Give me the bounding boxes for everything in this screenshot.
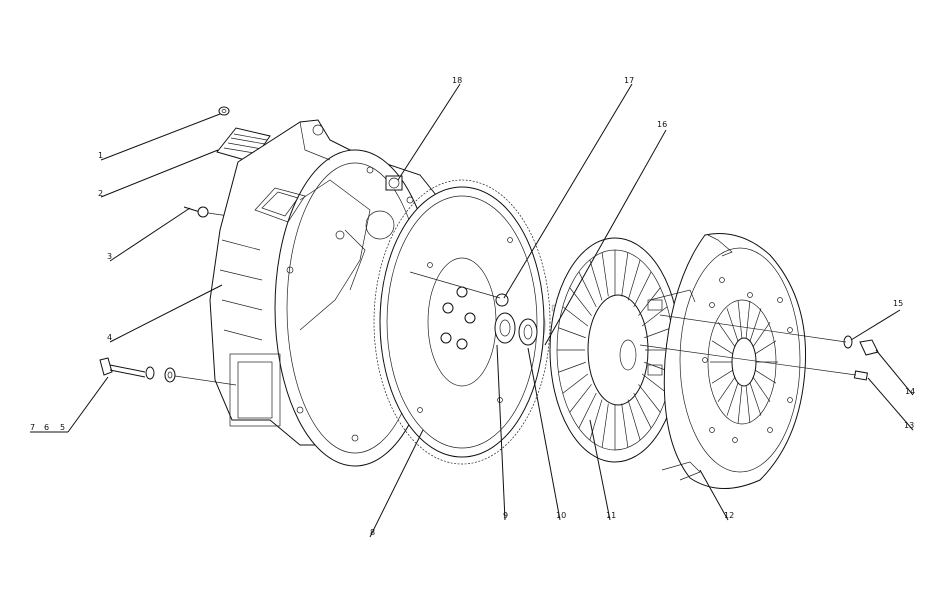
disc-segment-line <box>562 306 589 327</box>
disc-segment-line <box>578 392 597 429</box>
diaphragm-finger-line <box>755 340 777 355</box>
callout-5: 5 <box>60 423 65 432</box>
disc-segment-line <box>569 287 592 316</box>
diaphragm-finger-line <box>745 300 751 339</box>
disc-segment-line <box>627 259 641 301</box>
diaphragm-finger-line <box>737 300 743 339</box>
disc-segment-line <box>589 399 603 441</box>
callout-labels: 1 2 3 4 7 6 5 8 9 10 11 12 13 14 15 16 1… <box>30 76 915 537</box>
callout-6: 6 <box>44 423 49 432</box>
diaphragm-finger-line <box>726 308 739 342</box>
callout-12: 12 <box>724 511 734 520</box>
callout-10: 10 <box>556 511 566 520</box>
callout-16: 16 <box>657 120 667 129</box>
callout-17: 17 <box>624 76 634 85</box>
callout-11: 11 <box>606 511 616 520</box>
diaphragm-finger-line <box>717 321 736 347</box>
disc-segment-line <box>569 384 592 413</box>
parts-5-6-7-bolt-and-washers <box>99 357 237 386</box>
diaphragm-finger-line <box>749 382 762 416</box>
disc-segment-line <box>589 259 603 301</box>
disc-segment-line <box>633 392 652 429</box>
disc-segment-line <box>558 361 586 373</box>
disc-segment-line <box>641 373 668 394</box>
callout-2: 2 <box>98 189 103 198</box>
part-8-flywheel <box>373 179 551 465</box>
callout-18: 18 <box>452 76 462 85</box>
part-11-clutch-disc <box>549 237 681 463</box>
part-14-bolt <box>859 339 879 356</box>
diaphragm-finger-line <box>745 385 751 424</box>
diaphragm-finger-line <box>737 385 743 424</box>
callout-9: 9 <box>503 511 508 520</box>
callout-15: 15 <box>893 299 903 308</box>
disc-segment-line <box>558 327 586 339</box>
diaphragm-finger-line <box>752 321 771 347</box>
diaphragm-finger-line <box>755 369 777 384</box>
assembly-axis-lines <box>639 314 857 376</box>
callout-3: 3 <box>107 252 112 261</box>
diaphragm-finger-line <box>752 377 771 403</box>
diaphragm-finger-line <box>711 369 733 384</box>
disc-segment-line <box>621 252 629 297</box>
callout-8: 8 <box>370 528 375 537</box>
disc-segment-line <box>641 306 668 327</box>
diaphragm-finger-line <box>717 377 736 403</box>
part-1-nut <box>218 106 230 116</box>
disc-segment-line <box>621 403 629 448</box>
leader-lines <box>30 83 914 538</box>
disc-segment-line <box>627 399 641 441</box>
diaphragm-finger-line <box>726 382 739 416</box>
disc-segment-line <box>578 271 597 308</box>
part-9-pilot-bearing <box>494 312 516 344</box>
callout-14: 14 <box>905 387 915 396</box>
disc-segment-line <box>633 271 652 308</box>
diaphragm-finger-line <box>749 308 762 342</box>
callout-13: 13 <box>904 421 914 430</box>
part-12-pressure-plate <box>649 233 807 489</box>
disc-segment-line <box>644 327 672 339</box>
part-10-bush <box>518 318 538 346</box>
callout-4: 4 <box>107 333 112 342</box>
disc-segment-line <box>562 373 589 394</box>
diaphragm-finger-line <box>711 340 733 355</box>
disc-segment-line <box>601 403 609 448</box>
disc-segment-line <box>601 252 609 297</box>
disc-segment-line <box>638 287 661 316</box>
part-13-pin <box>853 370 869 381</box>
disc-segment-line <box>638 384 661 413</box>
callout-7: 7 <box>30 423 35 432</box>
callout-1: 1 <box>98 151 103 160</box>
